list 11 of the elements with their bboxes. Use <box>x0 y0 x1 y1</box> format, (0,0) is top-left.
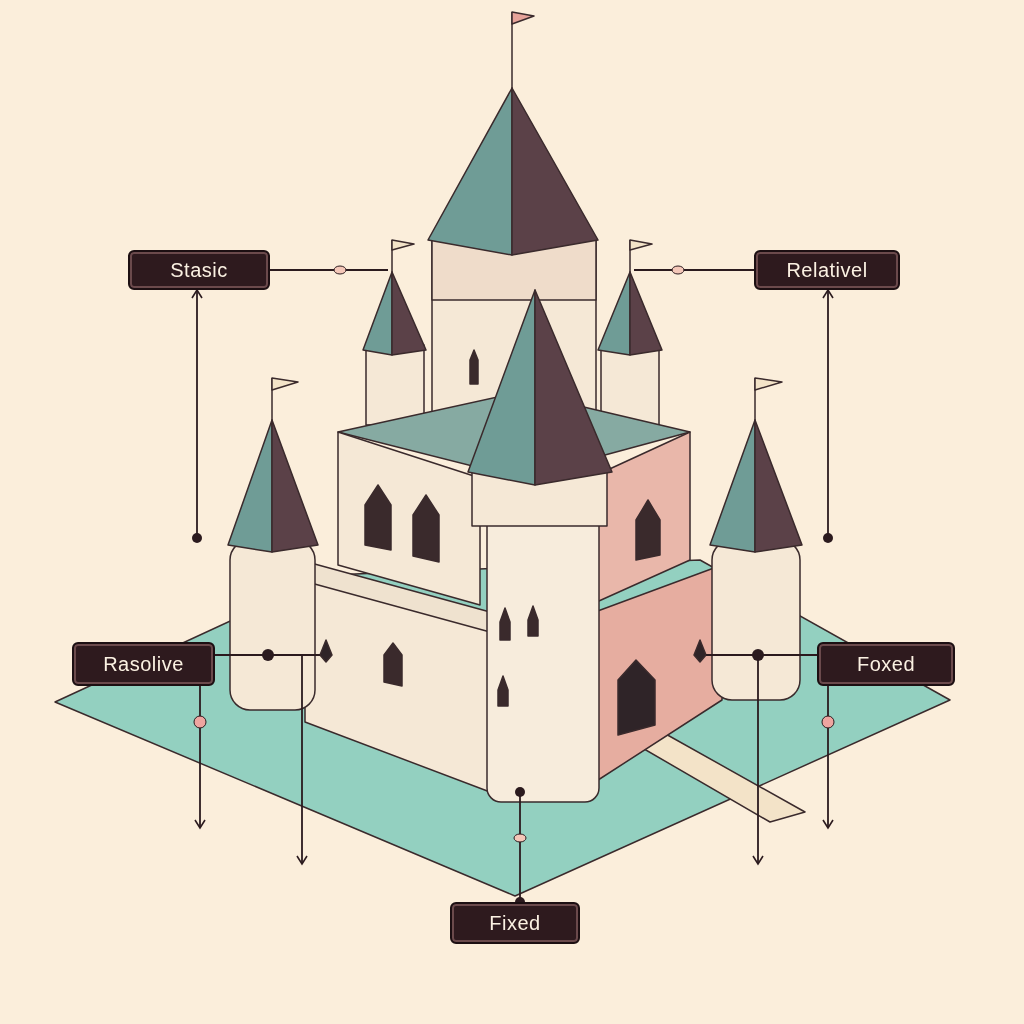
arrow <box>193 685 207 830</box>
leader-line <box>269 265 389 275</box>
label-tag: Foxed <box>817 642 955 686</box>
leader-line <box>633 265 755 275</box>
label-tag: Rasolive <box>72 642 215 686</box>
arrow <box>191 289 203 543</box>
label-tag: Fixed <box>450 902 580 944</box>
arrow <box>821 685 835 830</box>
arrow <box>822 289 834 543</box>
label-tag: Stasic <box>128 250 270 290</box>
label-tag: Relativel <box>754 250 900 290</box>
